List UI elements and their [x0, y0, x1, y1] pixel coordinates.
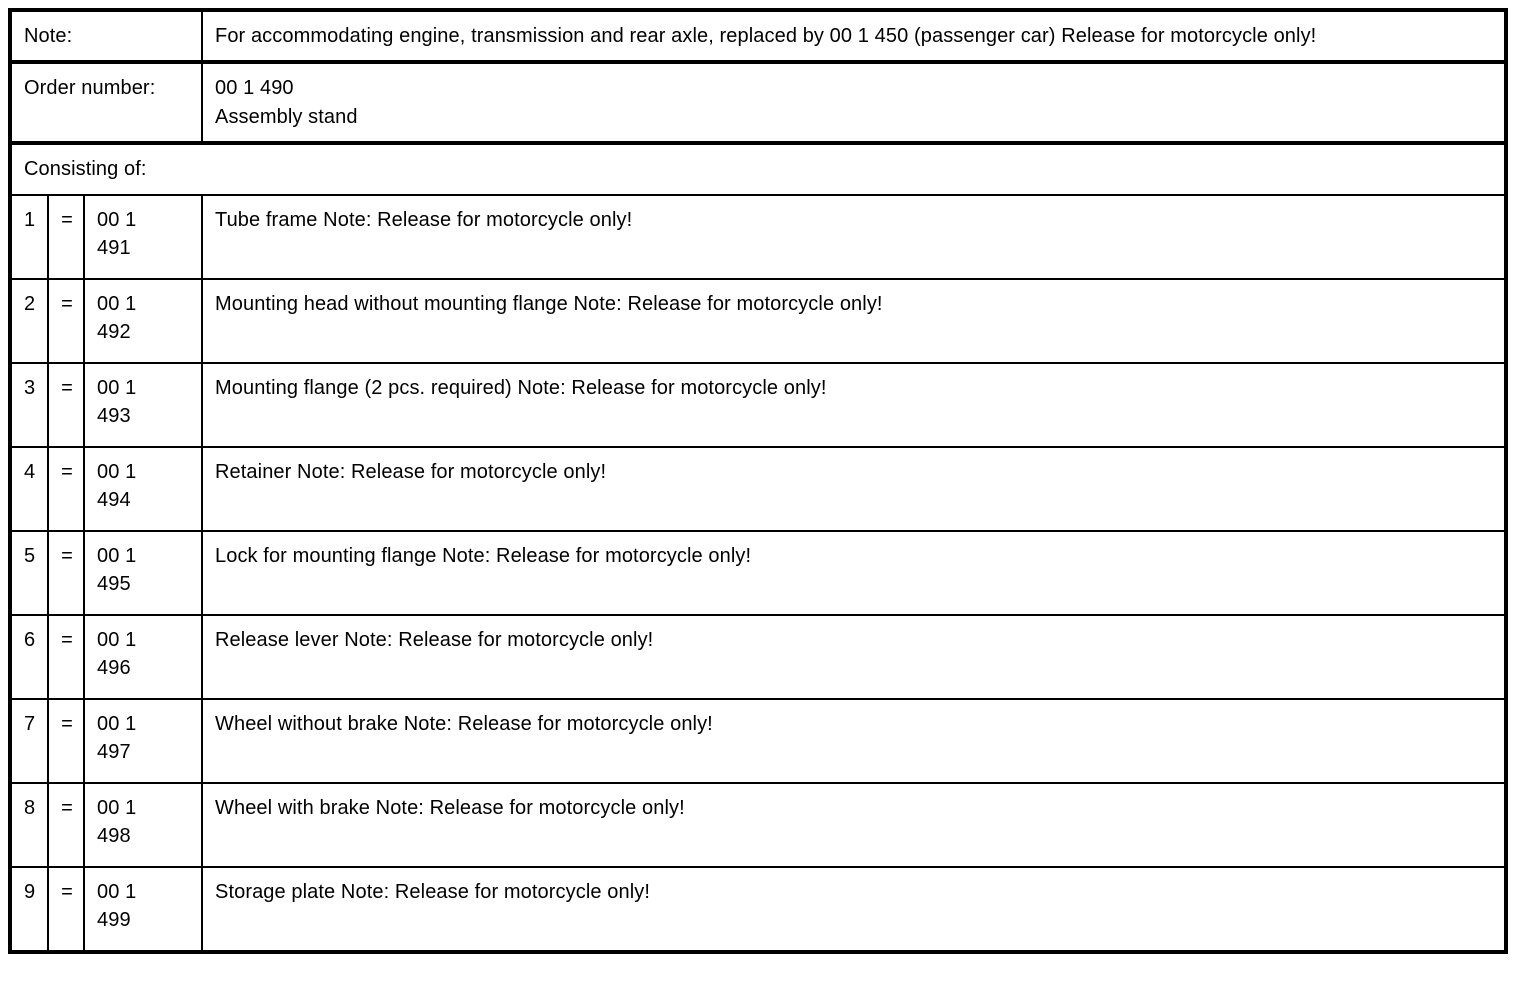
table-row-consisting-of: Consisting of:: [9, 142, 1507, 196]
equals-sign: =: [47, 865, 85, 953]
part-number-prefix: 00 1: [97, 628, 137, 651]
consisting-of-label: Consisting of:: [9, 142, 1507, 196]
part-number-prefix: 00 1: [97, 880, 137, 903]
tool-specification-table: Note: For accommodating engine, transmis…: [8, 8, 1508, 954]
part-number-suffix: 499: [97, 908, 131, 931]
part-number-prefix: 00 1: [97, 712, 137, 735]
table-row: 6 = 00 1 496 Release lever Note: Release…: [9, 613, 1507, 700]
table-row-note: Note: For accommodating engine, transmis…: [9, 8, 1507, 65]
order-number-value: 00 1 490 Assembly stand: [201, 61, 1507, 146]
part-number-suffix: 493: [97, 404, 131, 427]
part-number-prefix: 00 1: [97, 544, 137, 567]
item-index: 3: [9, 361, 49, 448]
part-number-suffix: 492: [97, 320, 131, 343]
equals-sign: =: [47, 529, 85, 616]
item-part-number: 00 1 493: [83, 361, 203, 448]
item-index: 1: [9, 193, 49, 280]
table-row: 9 = 00 1 499 Storage plate Note: Release…: [9, 865, 1507, 953]
part-number-suffix: 495: [97, 572, 131, 595]
equals-sign: =: [47, 277, 85, 364]
item-description: Tube frame Note: Release for motorcycle …: [201, 193, 1507, 280]
table-row-order-number: Order number: 00 1 490 Assembly stand: [9, 61, 1507, 146]
order-number-label: Order number:: [9, 61, 203, 146]
note-label: Note:: [9, 8, 203, 65]
item-part-number: 00 1 499: [83, 865, 203, 953]
item-part-number: 00 1 495: [83, 529, 203, 616]
table-row: 2 = 00 1 492 Mounting head without mount…: [9, 277, 1507, 364]
table-row: 5 = 00 1 495 Lock for mounting flange No…: [9, 529, 1507, 616]
item-index: 6: [9, 613, 49, 700]
part-number-prefix: 00 1: [97, 292, 137, 315]
equals-sign: =: [47, 613, 85, 700]
part-number-suffix: 494: [97, 488, 131, 511]
item-part-number: 00 1 496: [83, 613, 203, 700]
equals-sign: =: [47, 697, 85, 784]
table-row: 3 = 00 1 493 Mounting flange (2 pcs. req…: [9, 361, 1507, 448]
item-description: Release lever Note: Release for motorcyc…: [201, 613, 1507, 700]
table-row: 8 = 00 1 498 Wheel with brake Note: Rele…: [9, 781, 1507, 868]
item-description: Wheel without brake Note: Release for mo…: [201, 697, 1507, 784]
table-row: 1 = 00 1 491 Tube frame Note: Release fo…: [9, 193, 1507, 280]
order-number-code: 00 1 490: [215, 77, 294, 100]
part-number-suffix: 491: [97, 236, 131, 259]
part-number-prefix: 00 1: [97, 460, 137, 483]
item-description: Storage plate Note: Release for motorcyc…: [201, 865, 1507, 953]
item-part-number: 00 1 491: [83, 193, 203, 280]
equals-sign: =: [47, 193, 85, 280]
item-description: Mounting flange (2 pcs. required) Note: …: [201, 361, 1507, 448]
item-part-number: 00 1 494: [83, 445, 203, 532]
item-index: 7: [9, 697, 49, 784]
table-row: 4 = 00 1 494 Retainer Note: Release for …: [9, 445, 1507, 532]
part-number-prefix: 00 1: [97, 376, 137, 399]
item-index: 9: [9, 865, 49, 953]
item-index: 4: [9, 445, 49, 532]
note-value: For accommodating engine, transmission a…: [201, 8, 1507, 65]
item-description: Mounting head without mounting flange No…: [201, 277, 1507, 364]
equals-sign: =: [47, 781, 85, 868]
part-number-suffix: 497: [97, 740, 131, 763]
equals-sign: =: [47, 361, 85, 448]
item-part-number: 00 1 497: [83, 697, 203, 784]
item-part-number: 00 1 498: [83, 781, 203, 868]
part-number-prefix: 00 1: [97, 796, 137, 819]
item-index: 5: [9, 529, 49, 616]
item-index: 8: [9, 781, 49, 868]
part-number-prefix: 00 1: [97, 208, 137, 231]
item-description: Retainer Note: Release for motorcycle on…: [201, 445, 1507, 532]
part-number-suffix: 496: [97, 656, 131, 679]
part-number-suffix: 498: [97, 824, 131, 847]
order-number-name: Assembly stand: [215, 105, 358, 128]
table-body: Note: For accommodating engine, transmis…: [9, 8, 1507, 953]
item-description: Lock for mounting flange Note: Release f…: [201, 529, 1507, 616]
table-row: 7 = 00 1 497 Wheel without brake Note: R…: [9, 697, 1507, 784]
item-part-number: 00 1 492: [83, 277, 203, 364]
equals-sign: =: [47, 445, 85, 532]
item-description: Wheel with brake Note: Release for motor…: [201, 781, 1507, 868]
item-index: 2: [9, 277, 49, 364]
